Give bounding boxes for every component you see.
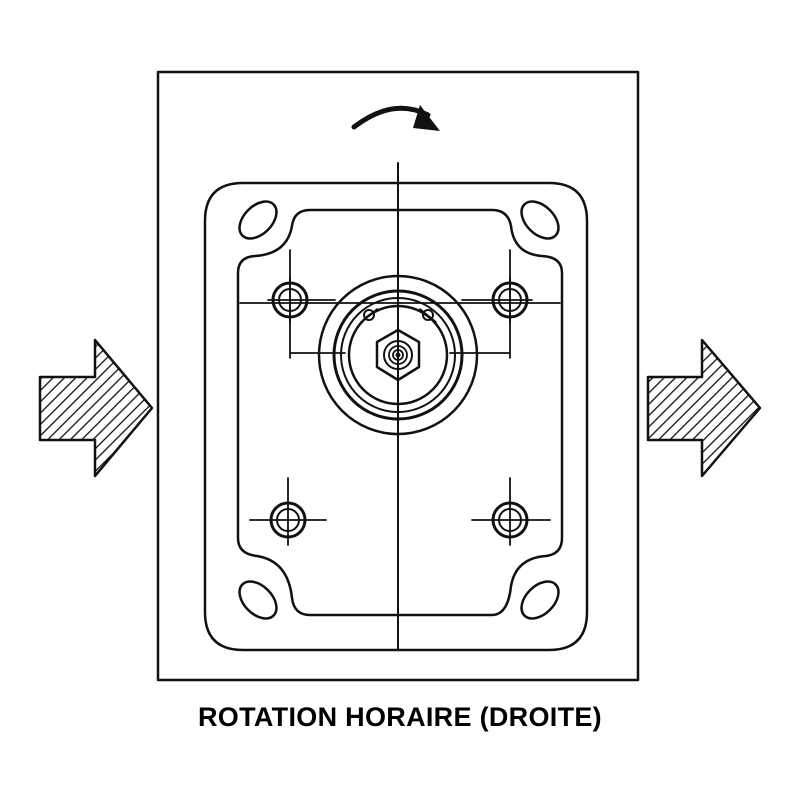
clockwise-rotation-arrow-icon — [351, 105, 440, 131]
corner-slot-br — [520, 580, 560, 620]
bolt-hole-top-left — [267, 277, 336, 323]
diagram-caption: ROTATION HORAIRE (DROITE) — [198, 702, 602, 732]
corner-slot-tr — [520, 200, 560, 240]
outer-frame — [156, 70, 640, 682]
bolt-hole-top-right — [461, 277, 533, 323]
outlet-arrow-icon — [646, 338, 762, 478]
pump-body-outline — [236, 208, 564, 617]
drive-shaft-assembly — [317, 274, 479, 436]
corner-slot-tl — [238, 200, 278, 240]
bolt-hole-bottom-left — [249, 477, 327, 546]
bolt-hole-bottom-right — [471, 477, 551, 546]
flange-outline — [203, 181, 589, 652]
corner-slot-bl — [238, 580, 278, 620]
inlet-arrow-icon — [38, 338, 154, 478]
